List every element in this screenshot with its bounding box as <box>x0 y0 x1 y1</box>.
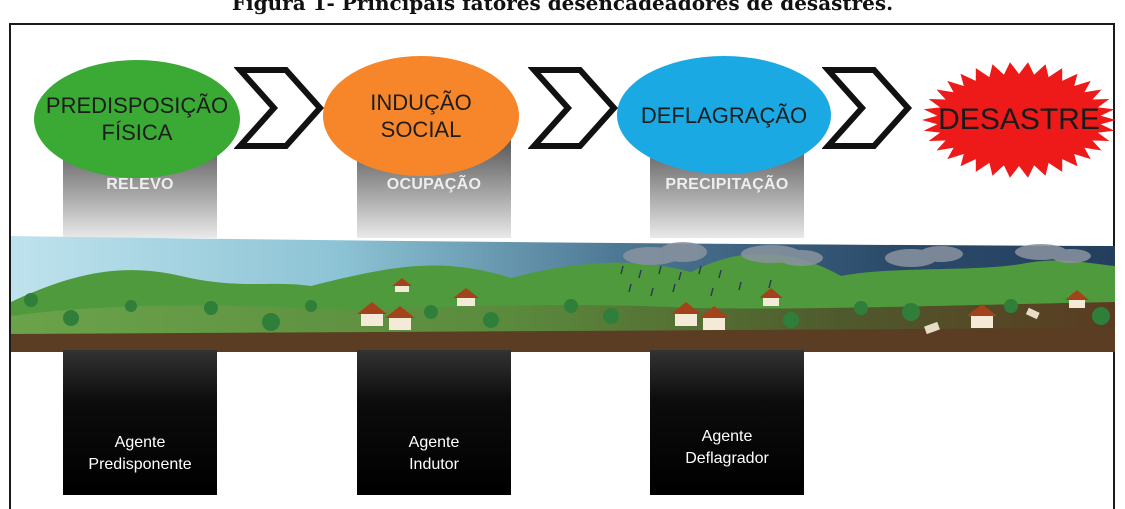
stage-inducao-line2: SOCIAL <box>380 117 462 142</box>
stage-deflagracao-label: DEFLAGRAÇÃO <box>641 102 807 129</box>
factor-relevo: RELEVO <box>106 176 174 193</box>
stage-predisposicao-label: PREDISPOSIÇÃO FÍSICA <box>46 92 228 146</box>
chevron-right-icon <box>528 67 619 149</box>
agent-deflagrador-label: Agente Deflagrador <box>650 426 804 470</box>
factor-precipitacao: PRECIPITAÇÃO <box>665 176 789 193</box>
disaster-burst-shape <box>922 62 1116 178</box>
outcome-desastre: DESASTRE <box>938 103 1100 136</box>
agent-indutor-label: Agente Indutor <box>357 432 511 476</box>
agent-indutor-line1: Agente <box>408 434 460 451</box>
stage-predisposicao-line1: PREDISPOSIÇÃO <box>45 93 229 118</box>
pillar-agente-indutor <box>357 350 511 495</box>
factor-ocupacao: OCUPAÇÃO <box>386 176 482 193</box>
pillar-agente-predisponente <box>63 350 217 495</box>
agent-predisponente-label: Agente Predisponente <box>63 432 217 476</box>
agent-predisponente-line1: Agente <box>114 434 166 451</box>
stage-predisposicao-line2: FÍSICA <box>101 120 173 145</box>
agent-deflagrador-line1: Agente <box>701 428 753 445</box>
stage-inducao-label: INDUÇÃO SOCIAL <box>370 89 471 143</box>
stage-inducao-line1: INDUÇÃO <box>370 90 472 115</box>
landscape-scene-image <box>11 236 1115 352</box>
stage-predisposicao-fisica: PREDISPOSIÇÃO FÍSICA <box>34 60 240 178</box>
agent-predisponente-line2: Predisponente <box>88 456 192 473</box>
agent-deflagrador-line2: Deflagrador <box>685 450 769 467</box>
burst-polygon <box>922 62 1116 178</box>
stage-inducao-social: INDUÇÃO SOCIAL <box>323 56 519 176</box>
stage-deflagracao-line1: DEFLAGRAÇÃO <box>640 102 808 128</box>
stage-deflagracao: DEFLAGRAÇÃO <box>617 56 831 174</box>
pillar-agente-deflagrador <box>650 350 804 495</box>
figure-caption: Figura 1- Principais fatores desencadead… <box>231 0 894 15</box>
chevron-right-icon <box>822 67 913 149</box>
chevron-right-icon <box>234 67 325 149</box>
agent-indutor-line2: Indutor <box>409 456 459 473</box>
